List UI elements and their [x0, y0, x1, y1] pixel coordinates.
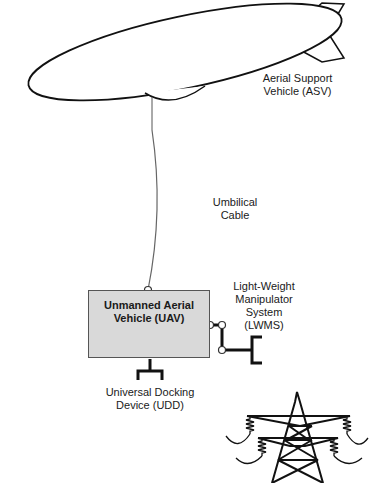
- airship-node: Aerial Support Vehicle (ASV): [15, 0, 360, 130]
- airship: [15, 0, 360, 130]
- joint: [219, 347, 226, 354]
- cable-line: [148, 130, 157, 290]
- docking-device: [138, 359, 162, 380]
- power-tower: [247, 392, 350, 483]
- part-label: Light-Weight Manipulator System (LWMS): [228, 280, 300, 332]
- part-label: Universal Docking Device (UDD): [105, 386, 195, 412]
- insulator: [246, 416, 351, 456]
- edge-label: Umbilical Cable: [205, 196, 265, 222]
- joint: [219, 322, 226, 329]
- power-line: [226, 434, 368, 464]
- vehicle-box: Unmanned Aerial Vehicle (UAV): [88, 290, 210, 358]
- node-text: Aerial Support Vehicle (ASV): [255, 72, 340, 98]
- node-text: Unmanned Aerial Vehicle (UAV): [97, 299, 201, 325]
